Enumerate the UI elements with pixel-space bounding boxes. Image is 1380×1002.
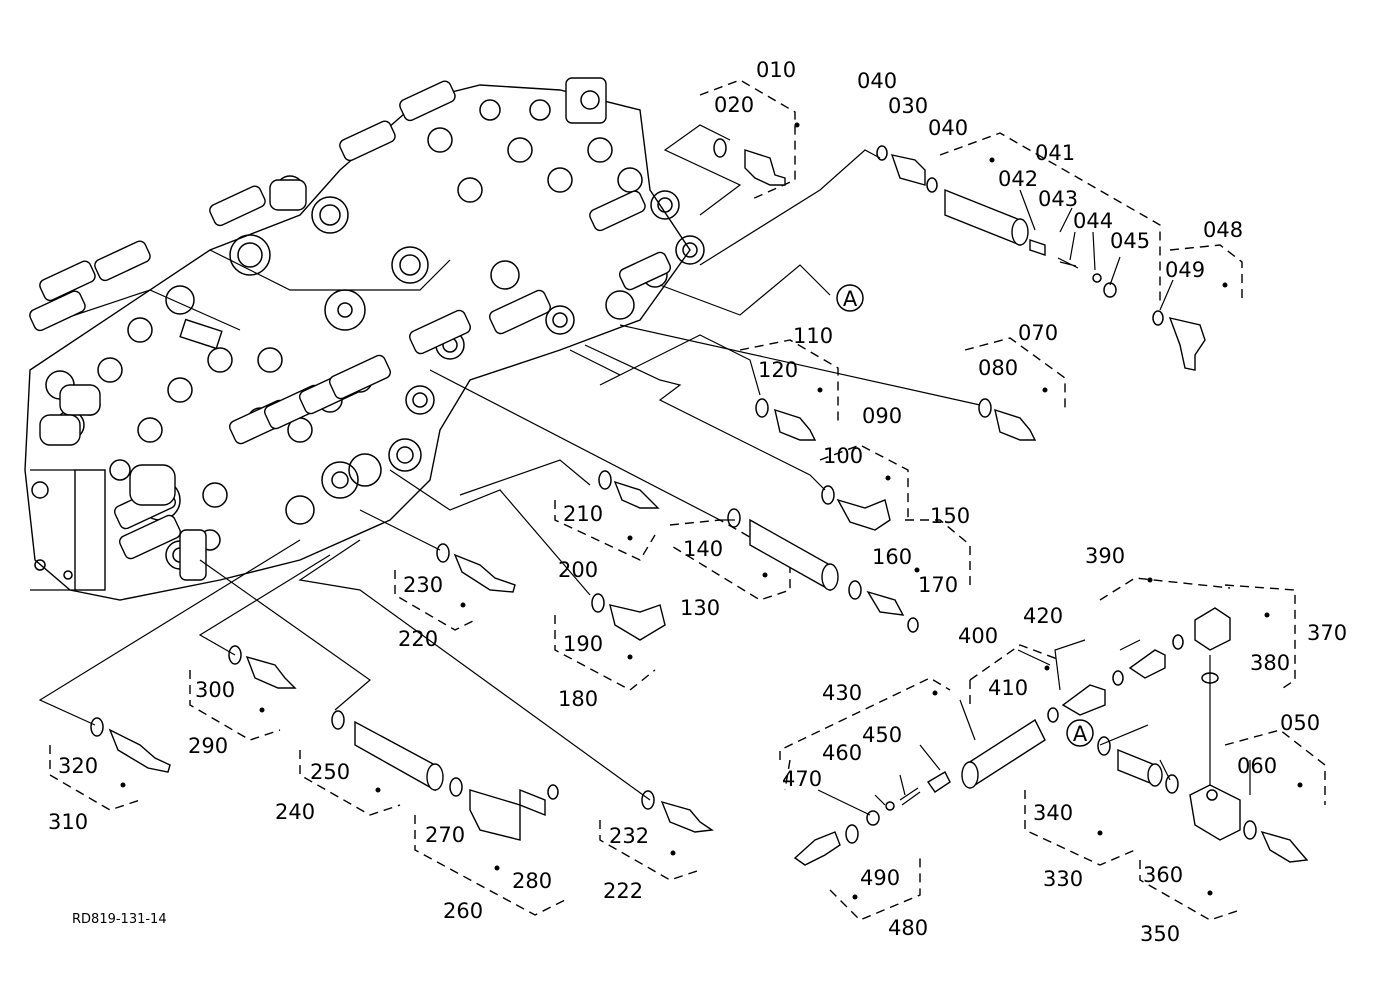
callout-110: 110: [793, 324, 833, 348]
callout-340: 340: [1033, 801, 1073, 825]
callout-360: 360: [1143, 863, 1183, 887]
callout-240: 240: [275, 800, 315, 824]
control-valve-body: [24, 77, 705, 601]
section-marker-a-upper: A: [836, 284, 864, 312]
callout-040-lower: 040: [928, 116, 968, 140]
callout-044: 044: [1073, 209, 1113, 233]
callout-450: 450: [862, 723, 902, 747]
callout-300: 300: [195, 678, 235, 702]
callout-400: 400: [958, 624, 998, 648]
callout-120: 120: [758, 358, 798, 382]
callout-180: 180: [558, 687, 598, 711]
callout-230: 230: [403, 573, 443, 597]
callout-150: 150: [930, 504, 970, 528]
drawing-reference: RD819-131-14: [72, 912, 167, 927]
callout-045: 045: [1110, 229, 1150, 253]
callout-020: 020: [714, 93, 754, 117]
callout-260: 260: [443, 899, 483, 923]
callout-270: 270: [425, 823, 465, 847]
callout-140: 140: [683, 537, 723, 561]
parts: [90, 122, 1309, 900]
callout-480: 480: [888, 916, 928, 940]
callout-222: 222: [603, 879, 643, 903]
callout-330: 330: [1043, 867, 1083, 891]
callout-070: 070: [1018, 321, 1058, 345]
callout-420: 420: [1023, 604, 1063, 628]
callout-390: 390: [1085, 544, 1125, 568]
callout-320: 320: [58, 754, 98, 778]
callout-100: 100: [823, 444, 863, 468]
callout-048: 048: [1203, 218, 1243, 242]
callout-210: 210: [563, 502, 603, 526]
callout-030: 030: [888, 94, 928, 118]
callout-049: 049: [1165, 258, 1205, 282]
callout-190: 190: [563, 632, 603, 656]
callout-040-upper: 040: [857, 69, 897, 93]
section-marker-a-lower: A: [1066, 719, 1094, 747]
callout-380: 380: [1250, 651, 1290, 675]
callout-232: 232: [609, 824, 649, 848]
callout-430: 430: [822, 681, 862, 705]
callout-080: 080: [978, 356, 1018, 380]
callout-280: 280: [512, 869, 552, 893]
leader-lines: [38, 124, 1251, 816]
callout-290: 290: [188, 734, 228, 758]
callout-010: 010: [756, 58, 796, 82]
callout-060: 060: [1237, 754, 1277, 778]
callout-042: 042: [998, 167, 1038, 191]
callout-043: 043: [1038, 187, 1078, 211]
callout-310: 310: [48, 810, 88, 834]
callout-130: 130: [680, 596, 720, 620]
callout-460: 460: [822, 741, 862, 765]
callout-041: 041: [1035, 141, 1075, 165]
callout-220: 220: [398, 627, 438, 651]
callout-490: 490: [860, 866, 900, 890]
callout-090: 090: [862, 404, 902, 428]
callout-160: 160: [872, 545, 912, 569]
callout-200: 200: [558, 558, 598, 582]
callout-250: 250: [310, 760, 350, 784]
callout-170: 170: [918, 573, 958, 597]
part-callouts: 010 020 040 030 040 041 042 043 044 045 …: [48, 58, 1347, 946]
marker-a-lower-label: A: [1073, 722, 1088, 746]
callout-470: 470: [782, 767, 822, 791]
callout-370: 370: [1307, 621, 1347, 645]
callout-410: 410: [988, 676, 1028, 700]
callout-350: 350: [1140, 922, 1180, 946]
group-brackets: [49, 79, 1326, 921]
callout-050: 050: [1280, 711, 1320, 735]
marker-a-upper-label: A: [843, 287, 858, 311]
